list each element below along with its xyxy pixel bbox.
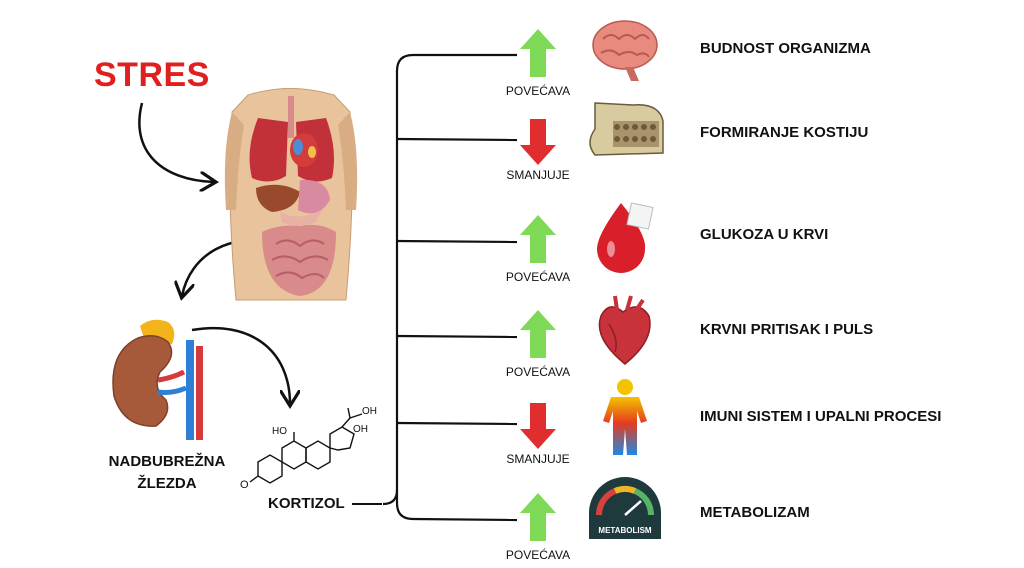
effect-label: KRVNI PRITISAK I PULS <box>700 321 873 338</box>
bone-icon <box>589 102 664 156</box>
effect-label: GLUKOZA U KRVI <box>700 226 828 243</box>
direction-label: POVEĆAVA <box>506 269 570 284</box>
decrease-arrow-icon <box>520 119 556 165</box>
branch-line <box>396 239 518 244</box>
molecule-oh-label: OH <box>353 424 368 435</box>
branch-line <box>396 421 518 426</box>
branch-line <box>396 137 518 142</box>
effect-label: BUDNOST ORGANIZMA <box>700 40 871 57</box>
direction-label: POVEĆAVA <box>506 547 570 562</box>
molecule-oh-label: OH <box>362 406 377 417</box>
brain-icon <box>592 20 658 81</box>
metabolism-gauge-label: METABOLISM <box>598 526 652 535</box>
bracket-join <box>382 489 399 506</box>
stress-to-body-arrow <box>138 102 214 182</box>
direction-label: SMANJUJE <box>506 452 569 466</box>
branch-line <box>412 517 518 522</box>
human-torso-icon <box>224 88 358 301</box>
branch-line <box>396 334 518 339</box>
adrenal-gland-icon <box>112 319 203 440</box>
bracket-spine <box>395 53 414 521</box>
molecule-o-label: O <box>240 479 249 491</box>
stress-title: STRES <box>94 56 210 94</box>
increase-arrow-icon <box>520 493 556 541</box>
heart-icon <box>598 295 651 365</box>
direction-label: POVEĆAVA <box>506 364 570 379</box>
effect-label: IMUNI SISTEM I UPALNI PROCESI <box>700 408 941 425</box>
direction-label: SMANJUJE <box>506 168 569 182</box>
cortisol-molecule-icon <box>249 407 363 484</box>
gland-to-cortisol-arrow <box>191 326 290 404</box>
increase-arrow-icon <box>520 215 556 263</box>
effect-label: FORMIRANJE KOSTIJU <box>700 124 868 141</box>
adrenal-gland-label-line-1: NADBUBREŽNA <box>108 453 226 470</box>
decrease-arrow-icon <box>520 403 556 449</box>
increase-arrow-icon <box>520 29 556 77</box>
thermal-body-icon <box>603 379 647 455</box>
adrenal-gland-label: NADBUBREŽNA ŽLEZDA <box>92 451 242 495</box>
effect-label: METABOLIZAM <box>700 504 810 521</box>
adrenal-gland-label-line-2: ŽLEZDA <box>137 475 197 492</box>
cortisol-label: KORTIZOL <box>268 495 345 512</box>
direction-label: POVEĆAVA <box>506 83 570 98</box>
metabolism-gauge-icon: METABOLISM <box>589 477 661 539</box>
increase-arrow-icon <box>520 310 556 358</box>
molecule-ho-label: HO <box>272 426 287 437</box>
blood-sugar-icon <box>597 202 654 273</box>
effects-layer: POVEĆAVA BUDNOST ORGANIZMA SMANJUJE FORMIRA… <box>382 20 941 562</box>
